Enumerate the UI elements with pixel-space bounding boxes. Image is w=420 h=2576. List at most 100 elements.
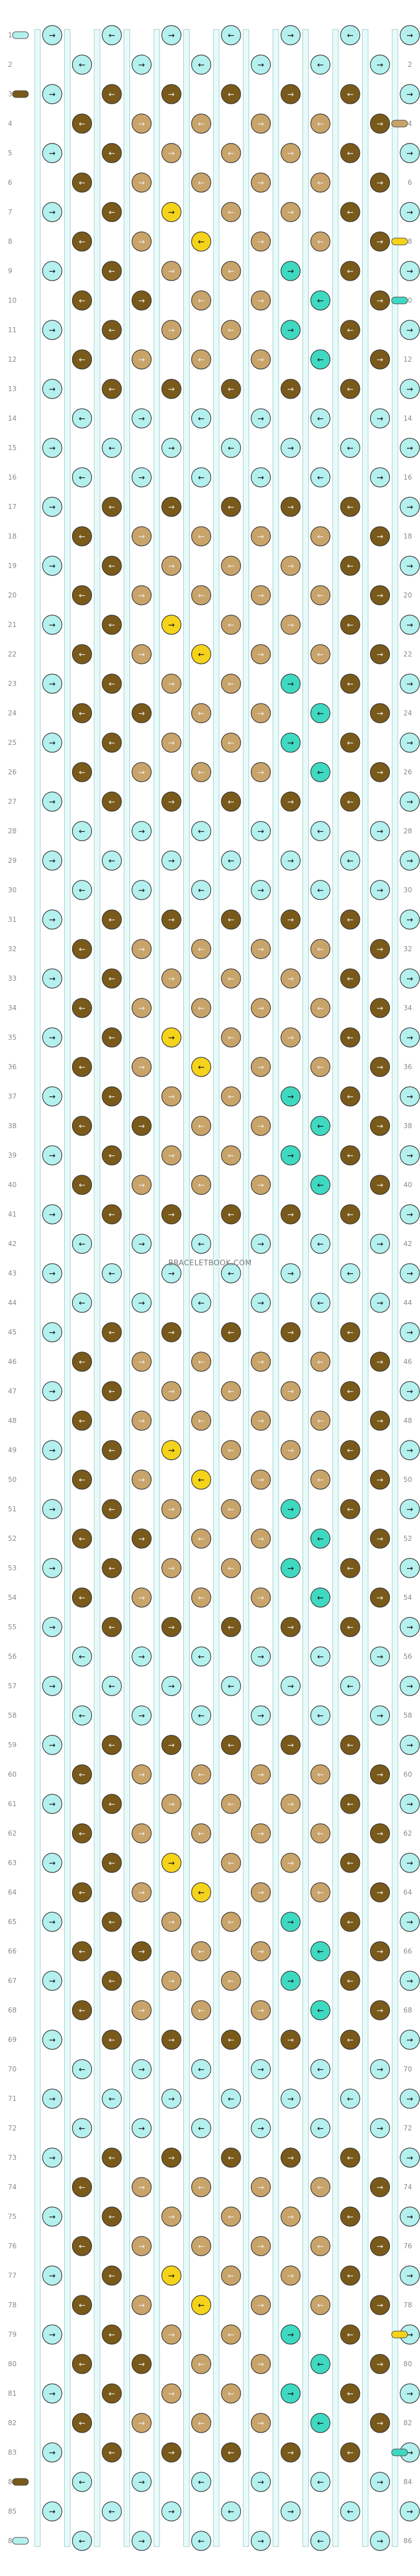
knot-arrow-icon: →	[377, 2124, 384, 2133]
knot-arrow-icon: →	[287, 1151, 294, 1160]
knot	[102, 497, 122, 517]
knot-arrow-icon: ←	[79, 2478, 86, 2487]
knot	[221, 556, 241, 576]
knot-arrow-icon: ←	[228, 798, 234, 807]
knot	[280, 732, 301, 753]
knot	[72, 1175, 93, 1195]
knot	[280, 2501, 301, 2522]
knot	[280, 1381, 301, 1401]
knot-arrow-icon: →	[138, 2537, 145, 2546]
row-number-right: 72	[404, 2124, 412, 2132]
knot-arrow-icon: →	[287, 1387, 294, 1396]
knot-arrow-icon: →	[406, 31, 413, 40]
row-number-left: 74	[8, 2183, 16, 2191]
knot-arrow-icon: ←	[228, 31, 234, 40]
knot-arrow-icon: →	[406, 2213, 413, 2222]
knot	[221, 2030, 241, 2050]
row-number-left: 71	[8, 2095, 16, 2103]
knot	[161, 1263, 182, 1283]
knot-arrow-icon: ←	[228, 1918, 234, 1927]
knot	[280, 1499, 301, 1519]
knot	[42, 1499, 62, 1519]
string-strand	[213, 29, 220, 2547]
knot	[400, 379, 420, 399]
knot	[42, 320, 62, 340]
knot	[340, 556, 360, 576]
knot-arrow-icon: →	[287, 2507, 294, 2516]
knot-arrow-icon: ←	[198, 1594, 205, 1603]
row-number-right: 78	[404, 2301, 412, 2309]
knot-arrow-icon: →	[406, 2507, 413, 2516]
knot	[369, 998, 390, 1018]
knot-arrow-icon: ←	[79, 945, 86, 954]
knot-arrow-icon: ←	[79, 473, 86, 482]
knot-arrow-icon: ←	[317, 1122, 324, 1131]
knot	[191, 113, 212, 134]
knot	[191, 2059, 212, 2079]
knot	[161, 1912, 182, 1932]
knot-arrow-icon: ←	[228, 1682, 234, 1691]
knot-arrow-icon: ←	[317, 1063, 324, 1072]
knot	[310, 2118, 331, 2138]
knot	[191, 467, 212, 488]
string-strand	[64, 29, 70, 2547]
knot	[369, 349, 390, 370]
row-number-left: 18	[8, 532, 16, 540]
knot	[161, 320, 182, 340]
knot-arrow-icon: ←	[228, 385, 234, 394]
knot-arrow-icon: →	[49, 2389, 56, 2399]
knot-arrow-icon: →	[168, 2213, 175, 2222]
knot	[161, 1027, 182, 1048]
knot	[250, 467, 271, 488]
knot	[161, 2206, 182, 2227]
knot	[42, 1794, 62, 1814]
row-number-left: 1	[8, 31, 12, 39]
row-number-right: 38	[404, 1122, 412, 1130]
knot-arrow-icon: ←	[79, 709, 86, 718]
knot-arrow-icon: →	[168, 267, 175, 276]
knot-arrow-icon: →	[406, 2154, 413, 2163]
knot-arrow-icon: ←	[228, 1859, 234, 1868]
knot-arrow-icon: ←	[347, 385, 354, 394]
knot-arrow-icon: ←	[317, 238, 324, 247]
knot	[280, 320, 301, 340]
knot-arrow-icon: ←	[228, 1446, 234, 1455]
knot	[72, 1057, 93, 1077]
knot-arrow-icon: →	[377, 650, 384, 659]
knot	[161, 673, 182, 694]
knot-arrow-icon: ←	[347, 1859, 354, 1868]
knot-arrow-icon: →	[377, 296, 384, 306]
knot-arrow-icon: →	[168, 208, 175, 217]
knot-arrow-icon: →	[258, 709, 264, 718]
knot	[161, 1381, 182, 1401]
knot-arrow-icon: ←	[108, 149, 115, 158]
row-number-right: 4	[408, 120, 412, 128]
knot-arrow-icon: →	[49, 1269, 56, 1278]
knot	[369, 2236, 390, 2256]
knot-arrow-icon: ←	[228, 1977, 234, 1986]
knot	[280, 2442, 301, 2463]
knot	[191, 408, 212, 429]
knot-arrow-icon: →	[406, 975, 413, 984]
knot-arrow-icon: →	[138, 2183, 145, 2192]
knot-arrow-icon: →	[168, 2272, 175, 2281]
knot-arrow-icon: ←	[79, 2124, 86, 2133]
knot-arrow-icon: →	[377, 827, 384, 836]
knot-arrow-icon: →	[258, 2183, 264, 2192]
knot-arrow-icon: →	[377, 179, 384, 188]
knot	[72, 290, 93, 311]
knot	[161, 1617, 182, 1637]
knot-arrow-icon: →	[49, 1092, 56, 1101]
knot-arrow-icon: →	[138, 1770, 145, 1780]
knot-arrow-icon: →	[168, 975, 175, 984]
knot	[42, 2442, 62, 2463]
row-number-left: 2	[8, 61, 12, 69]
knot	[131, 1116, 152, 1136]
knot-arrow-icon: →	[377, 355, 384, 365]
knot	[131, 1057, 152, 1077]
knot	[161, 615, 182, 635]
knot	[250, 2354, 271, 2374]
knot-arrow-icon: ←	[198, 238, 205, 247]
knot	[221, 2442, 241, 2463]
knot-arrow-icon: ←	[108, 2154, 115, 2163]
